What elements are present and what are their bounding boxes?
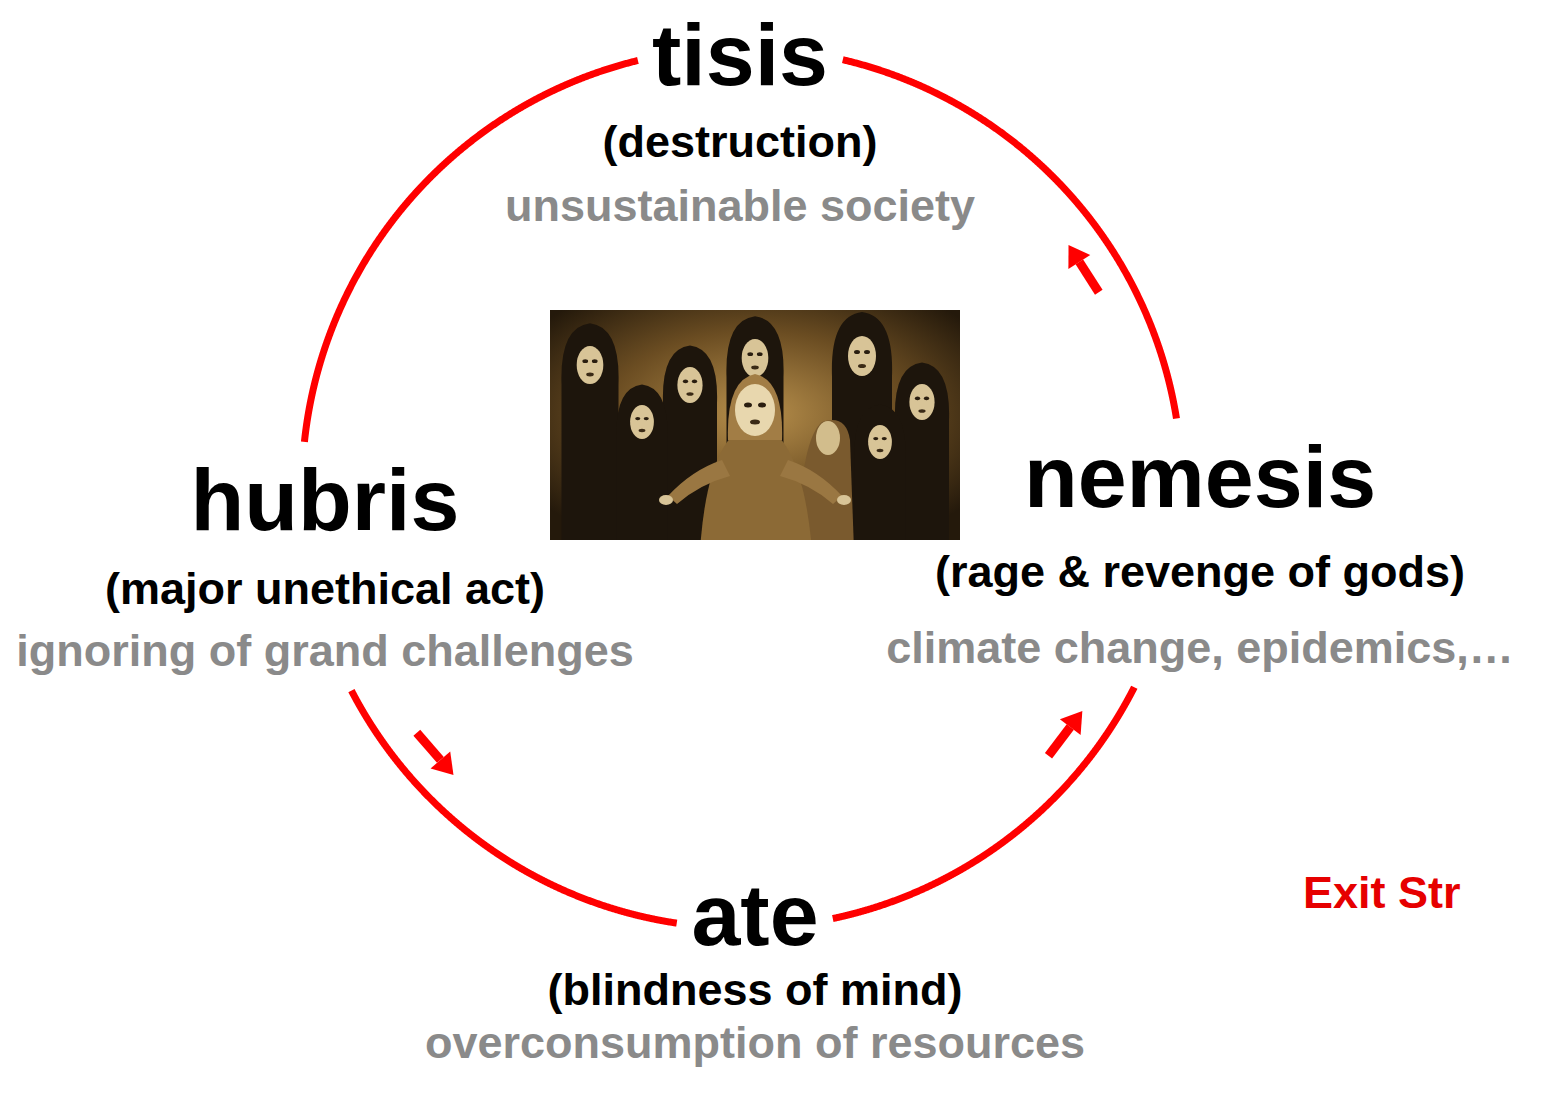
arrow-shaft (1079, 262, 1098, 292)
stage-node: ate (blindness of mind)overconsumption of… (425, 871, 1085, 1068)
chorus-figure (854, 405, 905, 540)
stage-name: hubris (191, 456, 460, 544)
stage-meaning: (blindness of mind) (548, 965, 963, 1015)
leader-hand (837, 495, 851, 505)
stage-node: tisis (destruction) unsustainable society (505, 11, 975, 231)
chorus-mask (816, 421, 840, 455)
modern-parallel: climate change, epidemics,… (886, 623, 1514, 673)
stage-node: hubris (major unethical act) ignoring of g… (16, 456, 634, 676)
leader-hood (728, 374, 782, 440)
chorus-figure (561, 323, 618, 540)
mask-eye (758, 403, 766, 408)
leader-arm (668, 460, 730, 504)
cycle-arc-line (351, 691, 676, 924)
leader-mask (735, 384, 775, 436)
modern-parallel: overconsumption of resources (425, 1018, 1085, 1068)
arrow-shaft (417, 733, 441, 760)
stage-meaning: (destruction) (603, 117, 878, 167)
stage-name: tisis (652, 11, 828, 99)
modern-parallel: ignoring of grand challenges (16, 626, 634, 676)
cycle-arc (351, 691, 676, 924)
modern-parallel: unsustainable society (505, 181, 975, 231)
stage-name: ate (691, 871, 818, 959)
chorus-figure (616, 385, 667, 540)
cycle-arc (833, 687, 1135, 918)
cycle-arc-line (833, 687, 1135, 918)
stage-name: nemesis (1024, 433, 1376, 521)
exit-strategy-label: Exit Str (1303, 868, 1461, 918)
leader-hand (659, 495, 673, 505)
arrow-head (431, 751, 454, 775)
arrow-head (1068, 245, 1090, 269)
stage-meaning: (rage & revenge of gods) (935, 547, 1465, 597)
mask-mouth (750, 420, 760, 425)
arrow-head (1060, 711, 1082, 735)
mask-eye (744, 403, 752, 408)
stage-meaning: (major unethical act) (105, 564, 545, 614)
chorus-illustration (550, 310, 960, 540)
arrow-shaft (1049, 727, 1071, 756)
leader-arm (780, 460, 842, 504)
stage-node: nemesis (rage & revenge of gods) climate c… (886, 433, 1514, 673)
